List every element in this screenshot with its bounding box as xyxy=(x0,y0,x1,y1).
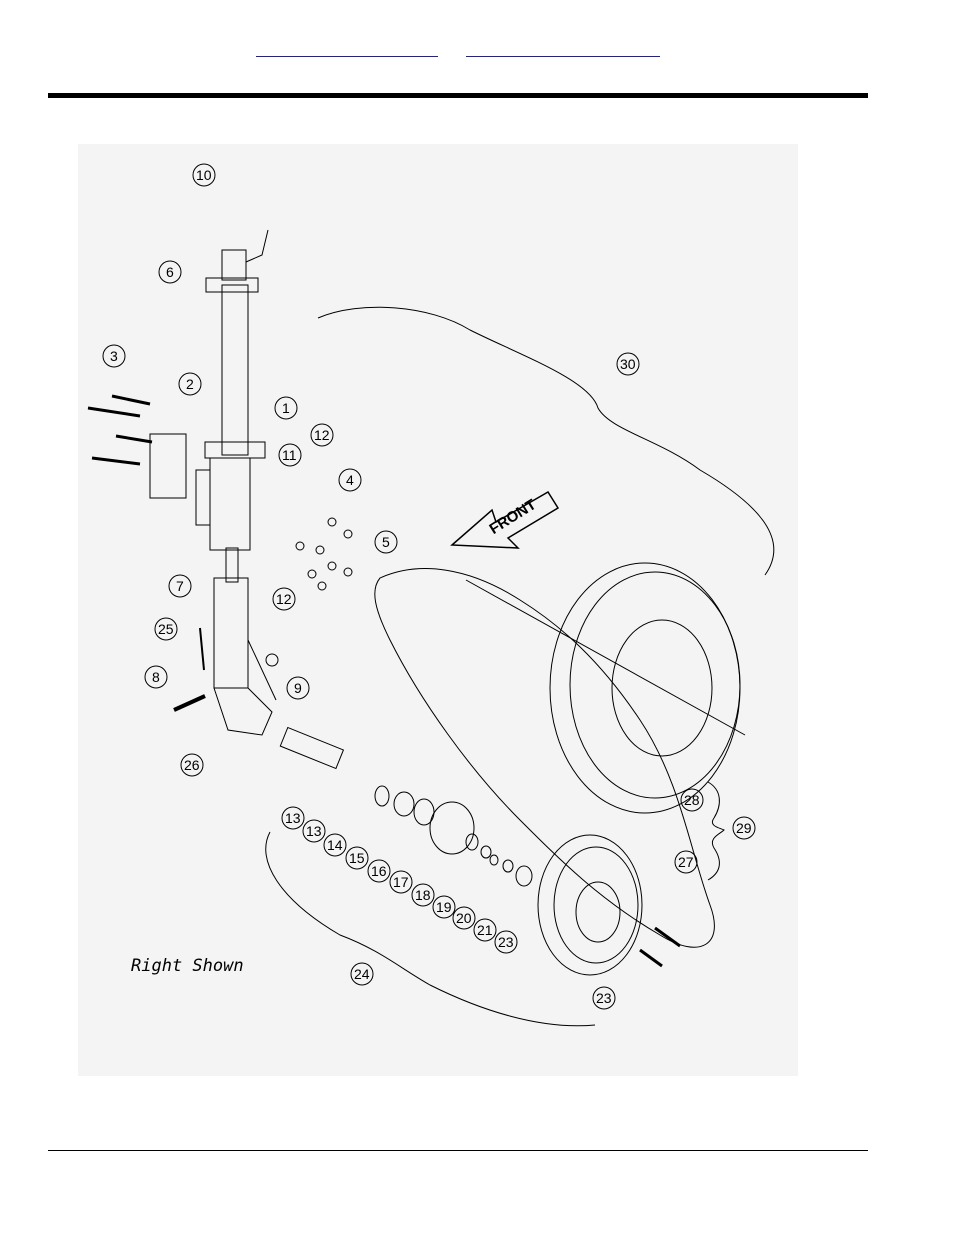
brace-30 xyxy=(707,781,725,881)
svg-text:8: 8 xyxy=(152,669,160,685)
inner-tube xyxy=(225,547,239,583)
callout-5: 5 xyxy=(374,530,398,554)
svg-text:6: 6 xyxy=(166,264,174,280)
svg-text:2: 2 xyxy=(186,376,194,392)
callout-26: 25 xyxy=(154,617,178,641)
upper-socket xyxy=(209,457,251,551)
svg-text:18: 18 xyxy=(415,887,431,903)
svg-text:12: 12 xyxy=(276,591,292,607)
svg-text:13: 13 xyxy=(285,810,301,826)
spindle xyxy=(279,726,345,770)
header-rule xyxy=(48,93,868,98)
callout-20: 19 xyxy=(432,895,456,919)
brace-31 xyxy=(317,306,775,576)
svg-text:7: 7 xyxy=(176,578,184,594)
callout-12b: 12 xyxy=(272,587,296,611)
svg-text:25: 25 xyxy=(158,621,174,637)
svg-text:5: 5 xyxy=(382,534,390,550)
svg-text:21: 21 xyxy=(477,922,493,938)
svg-text:23: 23 xyxy=(498,934,514,950)
jack-top-plate xyxy=(205,277,259,293)
svg-text:14: 14 xyxy=(327,837,343,853)
jack-crank xyxy=(245,229,269,263)
callout-21: 20 xyxy=(452,906,476,930)
front-arrow xyxy=(450,490,560,549)
svg-text:26: 26 xyxy=(184,757,200,773)
callout-30: 29 xyxy=(732,816,756,840)
callout-24: 23 xyxy=(592,986,616,1010)
lower-tube xyxy=(213,577,249,689)
header-link-2[interactable] xyxy=(466,40,660,57)
callout-19: 18 xyxy=(411,883,435,907)
callout-7: 7 xyxy=(168,574,192,598)
spindle-arm xyxy=(213,687,273,736)
callout-13: 13 xyxy=(281,806,305,830)
callout-9: 9 xyxy=(286,676,310,700)
callout-15: 14 xyxy=(323,833,347,857)
svg-text:19: 19 xyxy=(436,899,452,915)
callout-17: 16 xyxy=(367,859,391,883)
front-zone-outline xyxy=(374,568,715,948)
svg-text:9: 9 xyxy=(294,680,302,696)
jack-head xyxy=(221,249,247,281)
callout-16: 15 xyxy=(345,846,369,870)
callout-4: 4 xyxy=(338,468,362,492)
svg-text:17: 17 xyxy=(393,874,409,890)
svg-text:24: 24 xyxy=(354,966,370,982)
svg-text:30: 30 xyxy=(620,356,636,372)
jack-tube xyxy=(221,284,249,456)
callout-8: 8 xyxy=(144,665,168,689)
callout-6: 6 xyxy=(158,260,182,284)
svg-text:11: 11 xyxy=(282,447,297,463)
svg-text:3: 3 xyxy=(110,348,118,364)
callout-22: 21 xyxy=(473,918,497,942)
mount-plate-3 xyxy=(195,469,211,526)
callout-25: 24 xyxy=(350,962,374,986)
svg-text:1: 1 xyxy=(282,400,290,416)
svg-text:20: 20 xyxy=(456,910,472,926)
mount-plate-top xyxy=(204,441,266,459)
callout-31: 30 xyxy=(616,352,640,376)
header-link-1[interactable] xyxy=(256,40,438,57)
svg-text:10: 10 xyxy=(196,167,212,183)
svg-text:29: 29 xyxy=(736,820,752,836)
callout-10: 10 xyxy=(192,163,216,187)
callout-18: 17 xyxy=(389,870,413,894)
callout-27: 26 xyxy=(180,753,204,777)
brace-25 xyxy=(265,831,596,1027)
svg-text:16: 16 xyxy=(371,863,387,879)
callout-11: 11 xyxy=(278,443,302,467)
svg-text:12: 12 xyxy=(314,427,330,443)
svg-text:28: 28 xyxy=(684,792,700,808)
svg-text:15: 15 xyxy=(349,850,365,866)
svg-text:27: 27 xyxy=(678,854,694,870)
callout-28: 27 xyxy=(674,850,698,874)
callout-1: 1 xyxy=(274,396,298,420)
callout-12a: 12 xyxy=(310,423,334,447)
callout-3: 3 xyxy=(102,344,126,368)
mount-plate-2 xyxy=(149,433,187,499)
spindle-gusset xyxy=(247,639,277,701)
svg-text:13: 13 xyxy=(306,823,322,839)
callout-23: 23 xyxy=(494,930,518,954)
footer-rule xyxy=(48,1150,868,1151)
diagram-caption: Right Shown xyxy=(131,956,244,976)
callout-14: 13 xyxy=(302,819,326,843)
callout-29: 28 xyxy=(680,788,704,812)
callout-2: 2 xyxy=(178,372,202,396)
diagram-panel xyxy=(78,144,798,1076)
svg-text:4: 4 xyxy=(346,472,354,488)
svg-text:23: 23 xyxy=(596,990,612,1006)
